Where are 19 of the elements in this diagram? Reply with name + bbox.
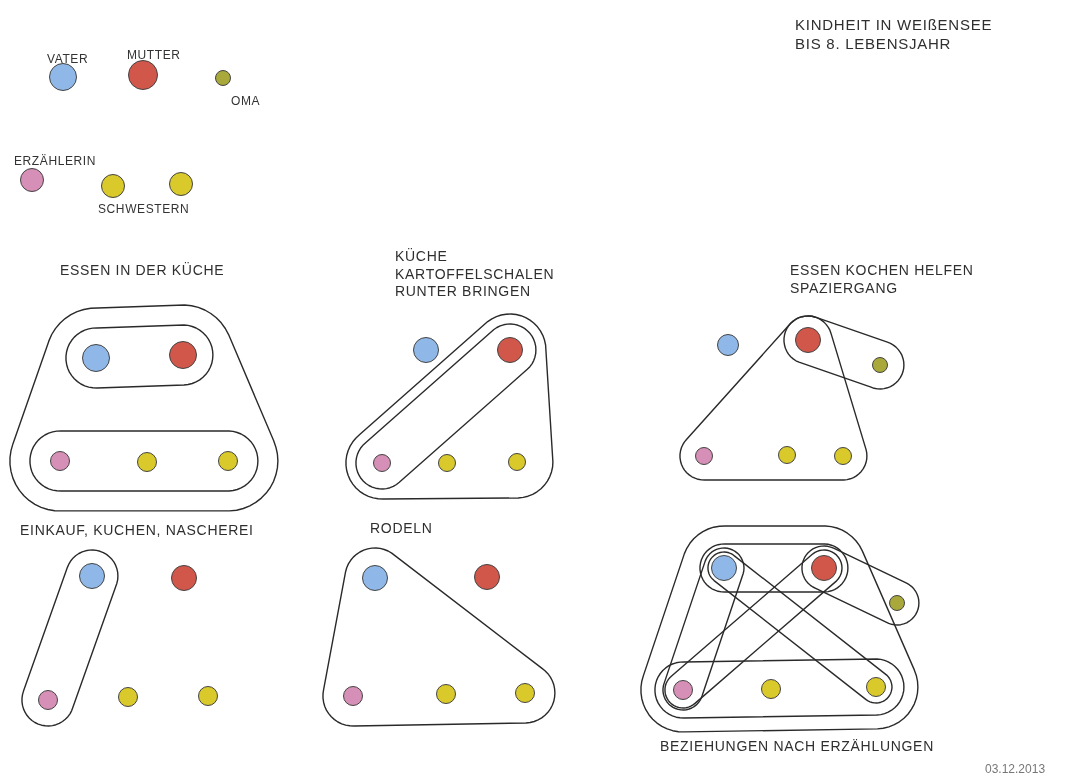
enclosing-loop <box>64 323 215 390</box>
scene-title: ESSEN IN DER KÜCHE <box>60 262 226 280</box>
scene-title: RODELN <box>370 520 434 538</box>
legend-label: MUTTER <box>127 47 181 64</box>
legend-label: SCHWESTERN <box>98 201 190 218</box>
enclosing-loop <box>20 548 120 728</box>
enclosing-loop <box>28 429 260 493</box>
enclosing-loop <box>8 303 280 513</box>
scene-title: EINKAUF, KUCHEN, NASCHEREI <box>20 522 255 540</box>
legend-label: VATER <box>47 51 89 68</box>
scene-title: KÜCHE KARTOFFELSCHALEN RUNTER BRINGEN <box>395 248 556 301</box>
scene-title: BEZIEHUNGEN NACH ERZÄHLUNGEN <box>660 738 935 756</box>
title: KINDHEIT IN WEIßENSEE BIS 8. LEBENSJAHR <box>795 16 994 54</box>
enclosing-loop <box>639 524 920 734</box>
enclosing-loop <box>344 312 555 501</box>
legend-label: ERZÄHLERIN <box>14 153 96 170</box>
legend-label: OMA <box>231 93 261 110</box>
scene-title: ESSEN KOCHEN HELFEN SPAZIERGANG <box>790 262 975 297</box>
date-text: 03.12.2013 <box>985 761 1047 778</box>
